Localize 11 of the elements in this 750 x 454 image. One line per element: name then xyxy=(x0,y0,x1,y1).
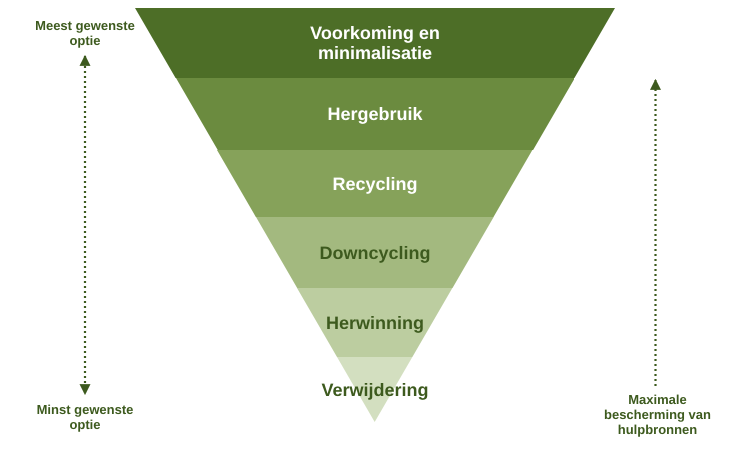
band-label: Recycling xyxy=(331,174,418,194)
side-label: Minst gewenste optie xyxy=(36,402,134,432)
band-label: Hergebruik xyxy=(326,104,424,124)
side-label: Meest gewenste optie xyxy=(34,18,136,48)
band-label: Herwinning xyxy=(324,312,425,332)
dotted-arrow xyxy=(80,54,90,396)
band-label: Verwijdering xyxy=(320,380,430,400)
dotted-arrow xyxy=(650,78,661,386)
band-label: Voorkoming en minimalisatie xyxy=(309,23,441,63)
side-label: Maximale bescherming van hulpbronnen xyxy=(603,392,712,437)
band-label: Downcycling xyxy=(318,242,432,262)
